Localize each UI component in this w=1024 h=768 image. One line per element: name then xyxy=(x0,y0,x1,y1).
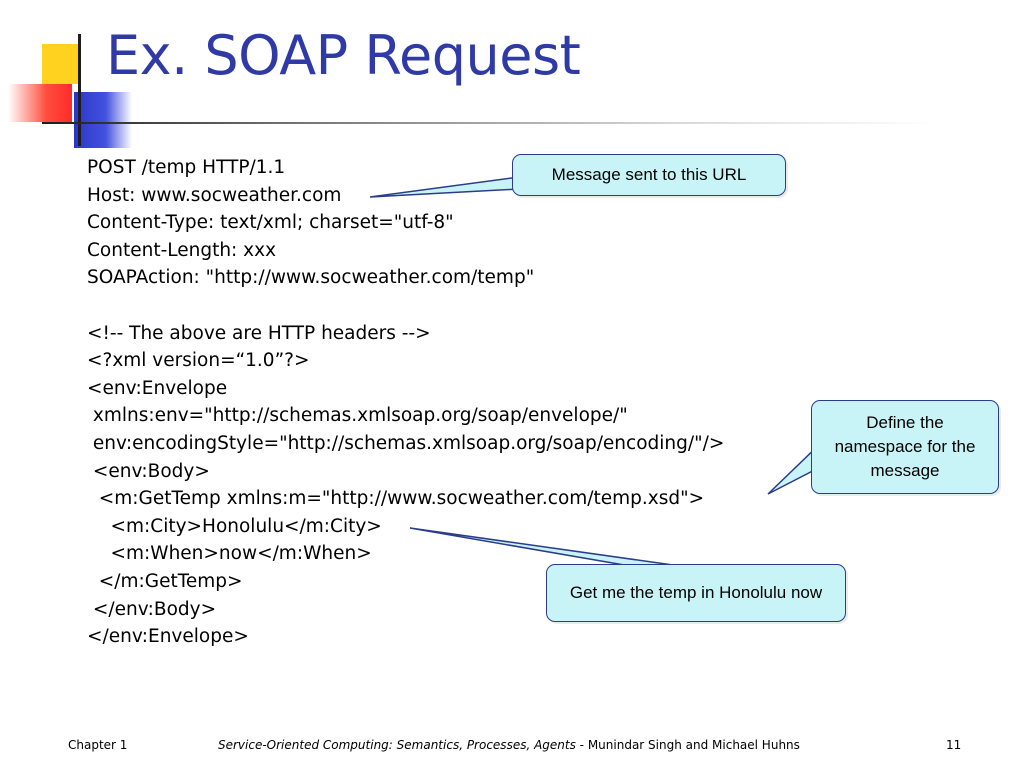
code-line: <m:When>now</m:When> xyxy=(87,543,372,565)
code-line: SOAPAction: "http://www.socweather.com/t… xyxy=(87,267,535,289)
footer-book-title: Service-Oriented Computing: Semantics, P… xyxy=(218,738,576,752)
code-line: Content-Type: text/xml; charset="utf-8" xyxy=(87,212,454,234)
code-line: <m:City>Honolulu</m:City> xyxy=(87,515,382,537)
logo-red-bar xyxy=(8,84,72,122)
callout-temp: Get me the temp in Honolulu now xyxy=(546,564,846,622)
callout-namespace: Define the namespace for the message xyxy=(811,400,999,494)
footer-authors: Munindar Singh and Michael Huhns xyxy=(587,738,800,752)
code-line: Content-Length: xxx xyxy=(87,239,277,261)
callout-url: Message sent to this URL xyxy=(512,154,786,196)
logo-blue-square xyxy=(74,92,132,148)
title-divider-line xyxy=(42,122,942,124)
footer-citation: Service-Oriented Computing: Semantics, P… xyxy=(218,738,800,752)
footer-page-number: 11 xyxy=(946,738,962,752)
code-line: xmlns:env="http://schemas.xmlsoap.org/so… xyxy=(87,405,628,427)
code-line: <env:Body> xyxy=(87,460,210,482)
code-line: <m:GetTemp xmlns:m="http://www.socweathe… xyxy=(87,488,705,510)
code-line: </env:Body> xyxy=(87,598,217,620)
pointer-url xyxy=(369,176,520,198)
slide-title: Ex. SOAP Request xyxy=(106,24,581,87)
code-line: env:encodingStyle="http://schemas.xmlsoa… xyxy=(87,432,725,454)
code-line: POST /temp HTTP/1.1 xyxy=(87,157,286,178)
code-line: <?xml version=“1.0”?> xyxy=(87,350,310,372)
pointer-temp xyxy=(409,527,681,567)
code-line: </env:Envelope> xyxy=(87,626,249,648)
code-line: Host: www.socweather.com xyxy=(87,184,342,206)
code-line: </m:GetTemp> xyxy=(87,570,243,592)
footer-separator: - xyxy=(575,738,588,752)
logo-yellow-square xyxy=(42,44,80,84)
logo-vertical-line xyxy=(78,34,81,146)
footer-chapter: Chapter 1 xyxy=(68,738,128,752)
code-line: <env:Envelope xyxy=(87,377,228,399)
code-line: <!-- The above are HTTP headers --> xyxy=(87,322,431,344)
